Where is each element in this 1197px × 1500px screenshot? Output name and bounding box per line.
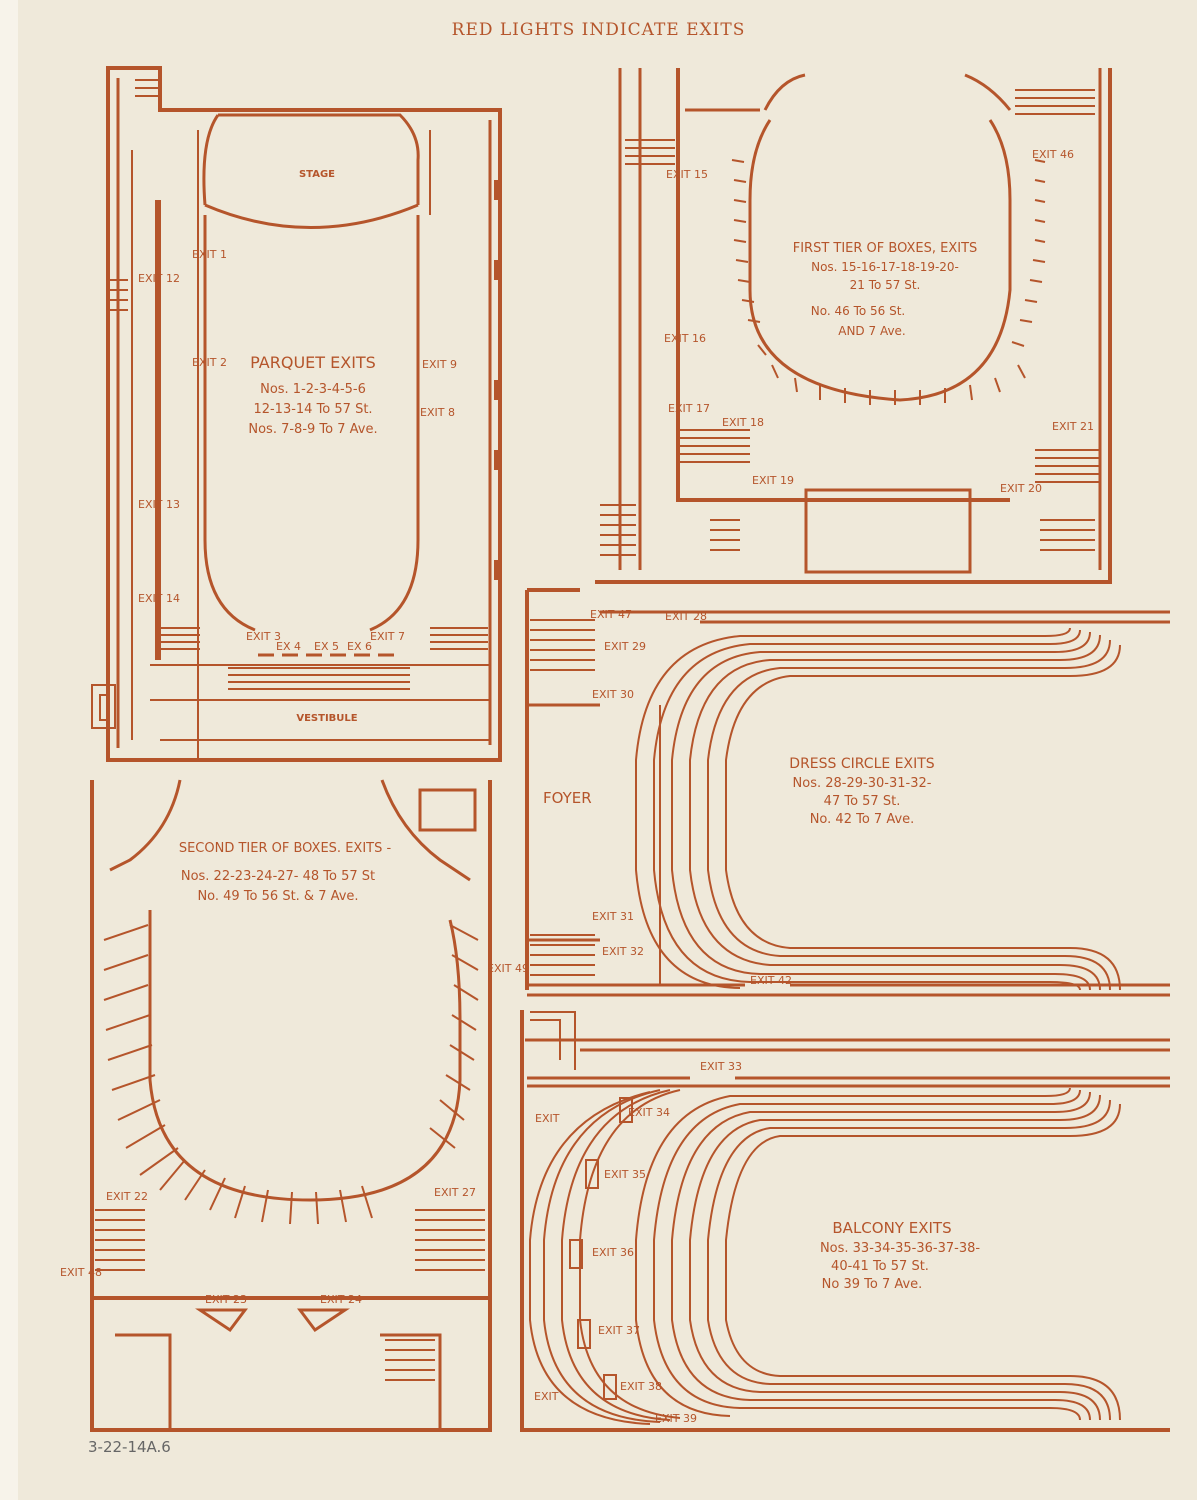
- exit-30-label: EXIT 30: [592, 688, 634, 701]
- exit-16-label: EXIT 16: [664, 332, 706, 345]
- parquet-plan: [91, 66, 502, 762]
- dress-circle-line-1: Nos. 28-29-30-31-32-: [793, 776, 932, 791]
- second-tier-box-stalls: [103, 924, 479, 1225]
- exit-36-label: EXIT 36: [592, 1246, 634, 1259]
- exit-21-label: EXIT 21: [1052, 420, 1094, 433]
- balcony-title: BALCONY EXITS: [832, 1219, 951, 1237]
- stage-label: STAGE: [299, 169, 335, 180]
- first-tier-line-4: AND 7 Ave.: [838, 324, 906, 338]
- exit-8-label: EXIT 8: [420, 406, 455, 419]
- exit-23-label: EXIT 23: [205, 1293, 247, 1306]
- exit-33-label: EXIT 33: [700, 1060, 742, 1073]
- exit-3-label: EXIT 3: [246, 630, 281, 643]
- second-tier-line-2: No. 49 To 56 St. & 7 Ave.: [197, 889, 358, 904]
- parquet-title: PARQUET EXITS: [250, 353, 376, 372]
- exit-18-label: EXIT 18: [722, 416, 764, 429]
- dress-circle-line-2: 47 To 57 St.: [824, 794, 901, 809]
- exit-39-label: EXIT 39: [655, 1412, 697, 1425]
- pencil-note: 3-22-14A.6: [88, 1438, 171, 1456]
- exit-31-label: EXIT 31: [592, 910, 634, 923]
- dress-circle-title: DRESS CIRCLE EXITS: [789, 756, 935, 772]
- balcony-exit-left-label: EXIT: [535, 1112, 560, 1125]
- exit-37-label: EXIT 37: [598, 1324, 640, 1337]
- exit-4-label: EX 4: [276, 640, 301, 653]
- balcony-line-1: Nos. 33-34-35-36-37-38-: [820, 1241, 980, 1256]
- exit-24-label: EXIT 24: [320, 1293, 362, 1306]
- exit-2-label: EXIT 2: [192, 356, 227, 369]
- exit-29-label: EXIT 29: [604, 640, 646, 653]
- parquet-line-1: Nos. 1-2-3-4-5-6: [260, 382, 366, 397]
- exit-6-label: EX 6: [347, 640, 372, 653]
- balcony-exit-bottom-label: EXIT: [534, 1390, 559, 1403]
- exit-38-label: EXIT 38: [620, 1380, 662, 1393]
- parquet-line-2: 12-13-14 To 57 St.: [253, 402, 372, 417]
- first-tier-plan: [595, 68, 1112, 584]
- exit-19-label: EXIT 19: [752, 474, 794, 487]
- first-tier-line-2: 21 To 57 St.: [850, 278, 921, 292]
- dress-circle-line-3: No. 42 To 7 Ave.: [810, 812, 915, 827]
- balcony-line-2: 40-41 To 57 St.: [831, 1259, 929, 1274]
- exit-15-label: EXIT 15: [666, 168, 708, 181]
- exit-1-label: EXIT 1: [192, 248, 227, 261]
- dress-circle-plan: [525, 588, 1170, 997]
- balcony-rows: [529, 1087, 1121, 1425]
- exit-28-label: EXIT 28: [665, 610, 707, 623]
- exit-13-label: EXIT 13: [138, 498, 180, 511]
- exit-9-label: EXIT 9: [422, 358, 457, 371]
- exit-12-label: EXIT 12: [138, 272, 180, 285]
- exit-14-label: EXIT 14: [138, 592, 180, 605]
- second-tier-line-1: Nos. 22-23-24-27- 48 To 57 St: [181, 869, 375, 884]
- exit-34-label: EXIT 34: [628, 1106, 670, 1119]
- balcony-plan: [520, 1010, 1170, 1432]
- parquet-line-3: Nos. 7-8-9 To 7 Ave.: [248, 422, 377, 437]
- exit-5-label: EX 5: [314, 640, 339, 653]
- exit-27-label: EXIT 27: [434, 1186, 476, 1199]
- exit-22-label: EXIT 22: [106, 1190, 148, 1203]
- first-tier-title: FIRST TIER OF BOXES, EXITS: [793, 241, 978, 256]
- foyer-label: FOYER: [543, 789, 592, 807]
- exit-47-label: EXIT 47: [590, 608, 632, 621]
- first-tier-line-1: Nos. 15-16-17-18-19-20-: [811, 260, 959, 274]
- exit-7-label: EXIT 7: [370, 630, 405, 643]
- exit-46-label: EXIT 46: [1032, 148, 1074, 161]
- balcony-line-3: No 39 To 7 Ave.: [822, 1277, 923, 1292]
- exit-20-label: EXIT 20: [1000, 482, 1042, 495]
- exit-17-label: EXIT 17: [668, 402, 710, 415]
- exit-35-label: EXIT 35: [604, 1168, 646, 1181]
- first-tier-line-3: No. 46 To 56 St.: [811, 304, 906, 318]
- torn-page-edge: [0, 0, 18, 1500]
- balcony-exit-doors: [569, 1097, 633, 1400]
- dress-circle-rows: [635, 627, 1121, 991]
- second-tier-plan: [90, 779, 492, 1432]
- exit-32-label: EXIT 32: [602, 945, 644, 958]
- exit-42-label: EXIT 42: [750, 974, 792, 987]
- exit-48-label: EXIT 48: [60, 1266, 102, 1279]
- vestibule-label: VESTIBULE: [296, 713, 357, 724]
- first-tier-box-stalls: [731, 159, 1046, 405]
- exit-49-label: EXIT 49: [487, 962, 529, 975]
- second-tier-title: SECOND TIER OF BOXES. EXITS -: [179, 841, 392, 856]
- page-header: RED LIGHTS INDICATE EXITS: [451, 20, 746, 40]
